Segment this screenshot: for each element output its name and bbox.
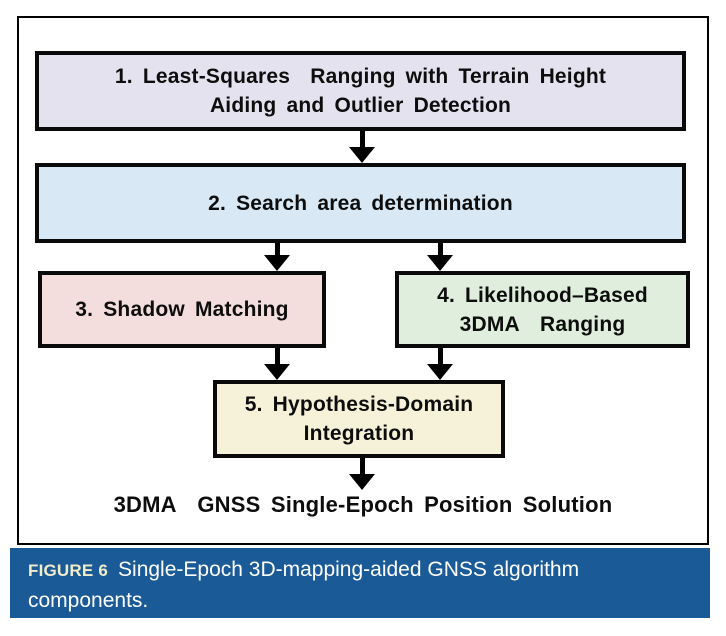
arrow-head [264, 364, 290, 380]
flow-box-likelihood-ranging: 4. Likelihood–Based 3DMA Ranging [395, 271, 690, 348]
arrow-stem [437, 348, 443, 364]
arrow-head [427, 364, 453, 380]
arrow-down-icon-box4-to-box5 [427, 348, 453, 380]
arrow-stem [359, 458, 365, 474]
arrow-down-icon-box5-to-output [349, 458, 375, 490]
flow-box-label: 2. Search area determination [208, 191, 513, 215]
figure-caption-text: Single-Epoch 3D-mapping-aided GNSS algor… [28, 558, 580, 612]
arrow-head [349, 474, 375, 490]
arrow-stem [274, 348, 280, 364]
flow-box-shadow-matching: 3. Shadow Matching [38, 271, 326, 348]
arrow-down-icon-box3-to-box5 [264, 348, 290, 380]
arrow-down-icon-box2-to-box4 [427, 243, 453, 271]
arrow-head [427, 255, 453, 271]
figure-number-label: FIGURE 6 [28, 561, 109, 580]
arrow-down-icon-box1-to-box2 [349, 131, 375, 163]
flow-box-label: 5. Hypothesis-Domain Integration [244, 393, 474, 445]
arrow-stem [437, 243, 443, 255]
flow-box-least-squares-ranging: 1. Least-Squares Ranging with Terrain He… [35, 51, 686, 131]
flow-box-search-area: 2. Search area determination [35, 163, 686, 243]
flow-box-label: 1. Least-Squares Ranging with Terrain He… [114, 65, 607, 117]
output-solution-text: 3DMA GNSS Single-Epoch Position Solution [113, 492, 613, 517]
arrow-down-icon-box2-to-box3 [264, 243, 290, 271]
flow-box-label: 4. Likelihood–Based 3DMA Ranging [437, 283, 648, 336]
arrow-stem [274, 243, 280, 255]
flow-box-label: 3. Shadow Matching [75, 298, 289, 321]
flow-box-hypothesis-integration: 5. Hypothesis-Domain Integration [213, 380, 505, 458]
arrow-head [349, 147, 375, 163]
arrow-head [264, 255, 290, 271]
arrow-stem [359, 131, 365, 147]
